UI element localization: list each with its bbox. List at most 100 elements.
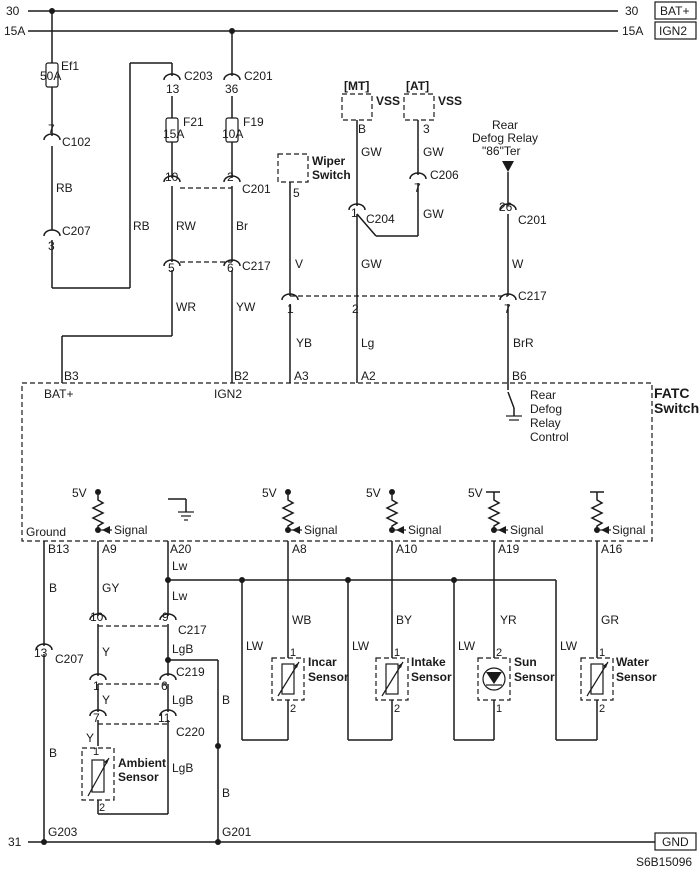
g201-label: G201 [222,825,252,839]
c217-upper-label: C217 [242,259,271,273]
ign-rail-right-label: 15A [622,24,643,38]
c217-middle: C217 1 2 7 YB Lg BrR [281,289,547,383]
water-label-1: Water [616,655,649,669]
signal-a9: Signal [114,523,147,537]
rear-defog-relay-86: Rear Defog Relay "86"Ter 26 C201 W [472,118,547,296]
wire-gy: GY [102,581,119,595]
c102-label: C102 [62,135,91,149]
pin-b6: B6 [512,369,527,383]
wire-br: Br [236,219,248,233]
wire-lgb-2: LgB [172,693,193,707]
f19-branch: C201 36 F19 10A 2 C201 Br 6 C217 YW [180,31,273,383]
defog-relay-label-1: Rear [492,118,518,132]
gnd-rail: 31 G203 G201 GND [8,825,697,851]
defog-relay-label-2: Defog Relay [472,131,538,145]
intake-sensor: LW BY 1 2 Intake Sensor [347,541,452,741]
wire-lw-sun: LW [458,639,476,653]
wiper-pin: 5 [293,186,300,200]
five-v-a10: 5V [366,486,381,500]
wire-gw-2: GW [361,257,382,271]
wire-yr: YR [500,613,517,627]
vss-mt-label: VSS [376,94,400,108]
c217-middle-label: C217 [518,289,547,303]
ign2-rail: 15A 15A IGN2 [4,21,697,40]
pin-a3: A3 [294,369,309,383]
sun-label-2: Sensor [514,670,555,684]
pin-a10: A10 [396,542,418,556]
sun-pin-2: 2 [496,647,502,659]
wire-b-2: B [49,746,57,760]
water-label-2: Sensor [616,670,657,684]
wire-b-3: B [222,693,230,707]
c207-lower-pin: 13 [34,646,48,660]
wiper-switch-label-2: Switch [312,168,351,182]
wire-b-1: B [49,581,57,595]
vss-at-label: VSS [438,94,462,108]
wire-gw-4: GW [423,207,444,221]
incar-label-2: Sensor [308,670,349,684]
bat-rail-right-label: 30 [625,4,639,18]
sensor-ground-bus: Lw Lw 9 C217 LgB B B C219 6 LgB 11 C220 … [98,541,556,842]
ambient-signal-wire: GY 10 Y 1 Y 7 Y [86,541,119,746]
water-pin-2: 2 [599,703,605,715]
c217-pin-6: 6 [227,261,234,275]
c201-mid-label: C201 [242,182,271,196]
wire-gr: GR [601,613,619,627]
wire-lw-lower-1: Lw [172,559,188,573]
signal-a8: Signal [304,523,337,537]
sun-label-1: Sun [514,655,537,669]
pin-ground: Ground [26,525,66,539]
intake-pin-1: 1 [394,647,400,659]
c203-label: C203 [184,69,213,83]
c217-pin-5: 5 [168,261,175,275]
wire-by: BY [396,613,412,627]
incar-pin-1: 1 [290,647,296,659]
pin-a8: A8 [292,542,307,556]
wire-lw-lower-2: Lw [172,589,188,603]
wire-gw-1: GW [361,145,382,159]
c220-pin-11: 11 [158,711,171,725]
c201-top-label: C201 [244,69,273,83]
vss-mt: [MT] VSS B GW 1 C204 GW [341,79,418,296]
c201-pin-36: 36 [225,82,239,96]
signal-a10: Signal [408,523,441,537]
relay-control-3: Relay [530,416,561,430]
signal-a16: Signal [612,523,645,537]
f21-rating: 15A [163,127,184,141]
ign2-tag: IGN2 [659,24,687,38]
c201-pin-2: 2 [227,170,234,184]
at-label: [AT] [406,79,429,93]
fatc-label-1: FATC [654,385,690,401]
wire-rw: RW [176,219,196,233]
c206-label: C206 [430,168,459,182]
f21-branch: C203 13 F21 15A 10 RW 5 WR [61,69,213,383]
relay-control-1: Rear [530,388,556,402]
five-v-a19: 5V [468,486,483,500]
wire-w: W [512,257,524,271]
c201-pin-10: 10 [165,170,179,184]
f19-rating: 10A [222,127,243,141]
wiper-switch: Wiper Switch 5 V [277,153,351,296]
intake-pin-2: 2 [394,703,400,715]
ign-rail-left-label: 15A [4,24,25,38]
incar-label-1: Incar [308,655,337,669]
wire-lw-intake: LW [352,639,370,653]
c207-lower-label: C207 [55,652,84,666]
five-v-a9: 5V [72,486,87,500]
wire-lw-incar: LW [246,639,264,653]
gnd-tag: GND [662,835,689,849]
pin-b13: B13 [48,542,70,556]
intake-label-1: Intake [411,655,446,669]
wire-lgb-1: LgB [172,642,193,656]
signal-a19: Signal [510,523,543,537]
relay-control-2: Defog [530,402,562,416]
wire-rb-right: RB [133,219,150,233]
pin-b3: B3 [64,369,79,383]
five-v-a8: 5V [262,486,277,500]
wire-wr: WR [176,300,196,314]
relay-control-4: Control [530,430,569,444]
c220-label: C220 [176,725,205,739]
water-sensor: LW GR 1 2 Water Sensor [555,541,657,741]
incar-sensor: LW WB 1 2 Incar Sensor [241,541,349,741]
sun-sensor: LW YR 2 1 Sun Sensor [453,541,555,741]
